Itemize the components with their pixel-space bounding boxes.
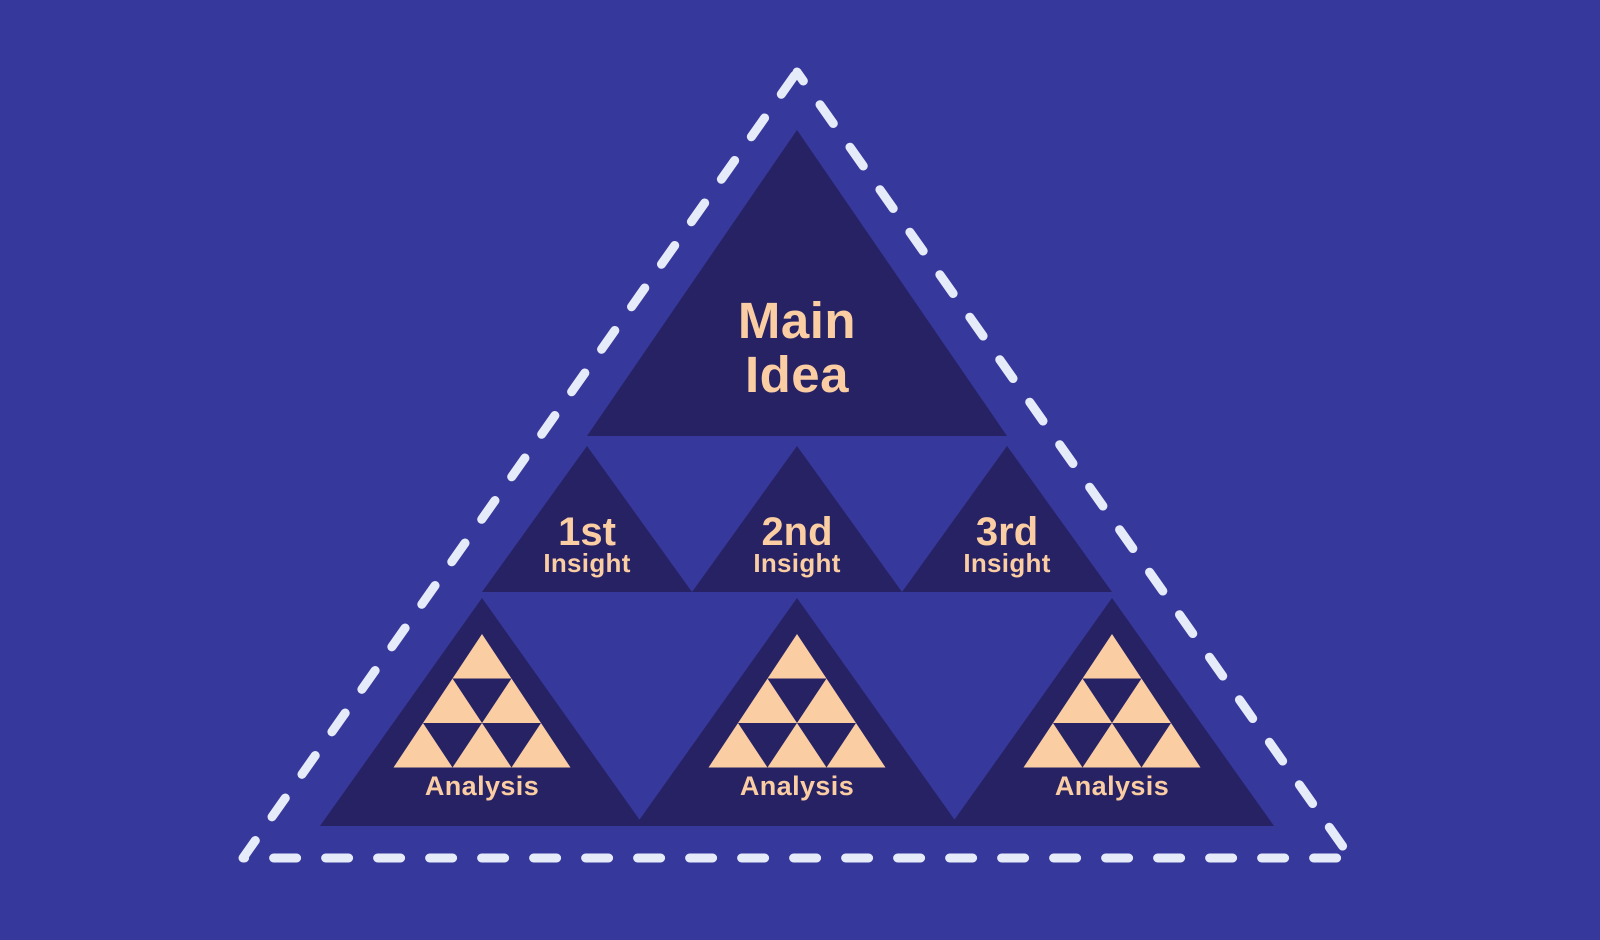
main-idea-label-line2: Idea xyxy=(745,346,849,403)
analysis-3-label: Analysis xyxy=(1055,771,1169,801)
insight-1-triangle xyxy=(482,446,692,592)
analysis-3-triangle xyxy=(950,598,1274,826)
dashed-outline-triangle xyxy=(238,67,1356,863)
insight-2-label: Insight xyxy=(753,548,840,578)
insight-1-rank: 1st xyxy=(558,510,616,554)
insight-3-triangle xyxy=(902,446,1112,592)
insight-3-label: Insight xyxy=(963,548,1050,578)
insight-2-rank: 2nd xyxy=(761,510,832,554)
insight-1-label: Insight xyxy=(543,548,630,578)
main-idea-triangle xyxy=(587,130,1007,436)
analysis-2-label: Analysis xyxy=(740,771,854,801)
analysis-2-triangle xyxy=(635,598,959,826)
analysis-1-triangle xyxy=(320,598,644,826)
insight-2-triangle xyxy=(692,446,902,592)
analysis-1-label: Analysis xyxy=(425,771,539,801)
insight-3-rank: 3rd xyxy=(976,510,1038,554)
main-idea-label-line1: Main xyxy=(738,292,856,349)
